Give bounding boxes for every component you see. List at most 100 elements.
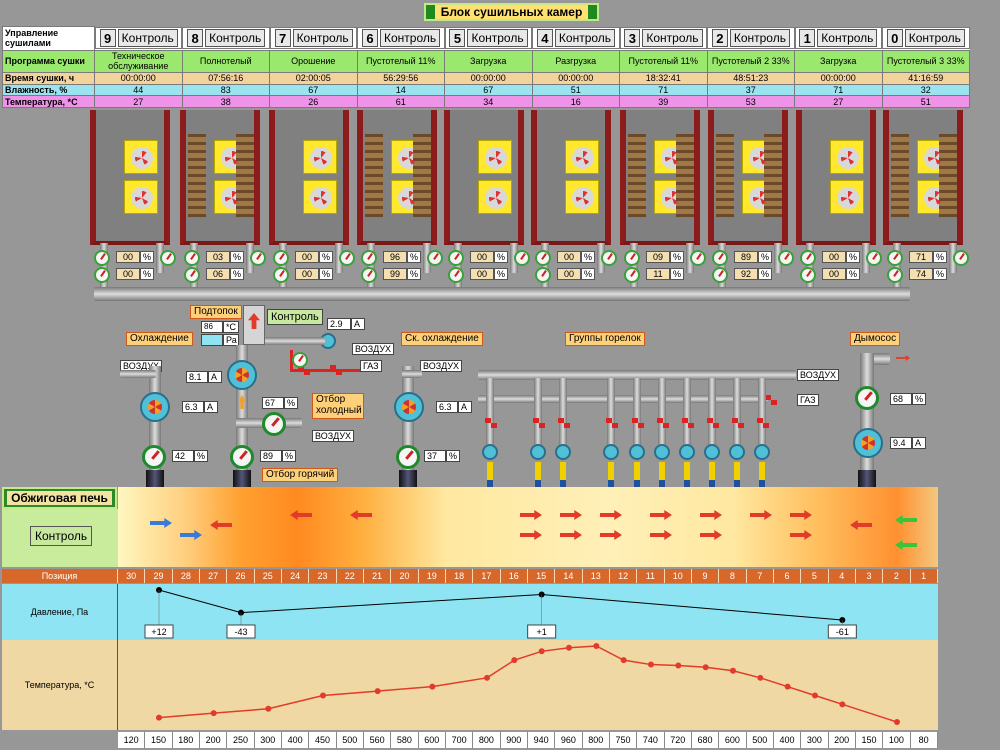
chamber-bottom-gauge-icon[interactable] bbox=[887, 267, 903, 283]
chamber-bottom-gauge-icon[interactable] bbox=[94, 267, 110, 283]
chamber-bottom-gauge-icon[interactable] bbox=[800, 267, 816, 283]
flow-arrow-icon bbox=[650, 510, 672, 520]
burner-valve-icon[interactable] bbox=[558, 418, 570, 428]
gas-valve-2-icon[interactable] bbox=[330, 365, 342, 375]
position-cell: 4 bbox=[829, 569, 856, 583]
chamber-bottom-gauge-icon[interactable] bbox=[535, 267, 551, 283]
chamber-control-button[interactable]: Контроль bbox=[554, 29, 616, 48]
burner-valve-icon[interactable] bbox=[707, 418, 719, 428]
chamber-top-gauge-icon[interactable] bbox=[273, 250, 289, 266]
drying-chamber[interactable] bbox=[531, 110, 611, 245]
drying-chamber[interactable] bbox=[180, 110, 260, 245]
drying-chamber[interactable] bbox=[708, 110, 788, 245]
burner-valve-icon[interactable] bbox=[682, 418, 694, 428]
chamber-control-button[interactable]: Контроль bbox=[904, 29, 965, 48]
cooling-damper-icon[interactable] bbox=[142, 445, 166, 469]
chamber-bottom-gauge-icon[interactable] bbox=[448, 267, 464, 283]
chamber-valve-bottom-unit: % bbox=[230, 268, 244, 280]
chamber-top-gauge-icon[interactable] bbox=[94, 250, 110, 266]
position-cell: 1 bbox=[911, 569, 938, 583]
flow-arrow-icon bbox=[520, 510, 542, 520]
flow-arrow-icon bbox=[150, 518, 172, 528]
podtopok-temp: 86 bbox=[201, 321, 223, 333]
chamber-top-gauge-icon[interactable] bbox=[887, 250, 903, 266]
temperature-cell: 300 bbox=[255, 732, 282, 748]
chamber-valve-bottom-unit: % bbox=[933, 268, 947, 280]
chamber-bottom-gauge-icon[interactable] bbox=[273, 267, 289, 283]
chamber-top-gauge-icon[interactable] bbox=[361, 250, 377, 266]
chamber-top-gauge-icon[interactable] bbox=[624, 250, 640, 266]
burner-valve-icon[interactable] bbox=[657, 418, 669, 428]
chamber-control-button[interactable]: Контроль bbox=[817, 29, 878, 48]
chamber-right-gauge-icon[interactable] bbox=[953, 250, 969, 266]
drying-chamber[interactable] bbox=[883, 110, 963, 245]
burner-gas-valve-icon[interactable] bbox=[765, 395, 777, 405]
burner-valve-icon[interactable] bbox=[757, 418, 769, 428]
chamber-control-button[interactable]: Контроль bbox=[292, 29, 353, 48]
chamber-control-button[interactable]: Контроль bbox=[467, 29, 528, 48]
fast-cooling-label: Ск. охлаждение bbox=[401, 332, 483, 346]
kiln-label: Обжиговая печь bbox=[2, 487, 117, 509]
chamber-bottom-gauge-icon[interactable] bbox=[712, 267, 728, 283]
chamber-bottom-gauge-icon[interactable] bbox=[624, 267, 640, 283]
chamber-valve-top-unit: % bbox=[670, 251, 684, 263]
burner-groups-label: Группы горелок bbox=[565, 332, 645, 346]
drying-chamber[interactable] bbox=[796, 110, 876, 245]
chamber-right-gauge-icon[interactable] bbox=[601, 250, 617, 266]
podtopok-control-button[interactable]: Контроль bbox=[267, 309, 323, 325]
fast-cooling-damper-icon[interactable] bbox=[396, 445, 420, 469]
burner-valve-icon[interactable] bbox=[732, 418, 744, 428]
chamber-bottom-gauge-icon[interactable] bbox=[184, 267, 200, 283]
chamber-program: Полнотелый bbox=[181, 49, 270, 74]
drying-chamber[interactable] bbox=[90, 110, 170, 245]
kiln-control-button[interactable]: Контроль bbox=[30, 526, 93, 546]
burner-valve-icon[interactable] bbox=[606, 418, 618, 428]
drying-chamber[interactable] bbox=[269, 110, 349, 245]
chamber-right-gauge-icon[interactable] bbox=[866, 250, 882, 266]
chamber-right-gauge-icon[interactable] bbox=[778, 250, 794, 266]
gas-valve-icon[interactable] bbox=[298, 365, 310, 375]
burner-icon bbox=[654, 444, 670, 460]
temperature-point bbox=[839, 701, 846, 708]
chamber-control-button[interactable]: Контроль bbox=[205, 29, 266, 48]
chamber-top-gauge-icon[interactable] bbox=[184, 250, 200, 266]
fast-cooling-fan-icon bbox=[394, 392, 424, 422]
drying-chamber[interactable] bbox=[620, 110, 700, 245]
chamber-top-gauge-icon[interactable] bbox=[800, 250, 816, 266]
chamber-right-gauge-icon[interactable] bbox=[427, 250, 443, 266]
drying-chamber[interactable] bbox=[444, 110, 524, 245]
chamber-right-gauge-icon[interactable] bbox=[160, 250, 176, 266]
temperature-point bbox=[538, 648, 545, 655]
burner-valve-icon[interactable] bbox=[632, 418, 644, 428]
chamber-fan-icon bbox=[830, 140, 864, 174]
brick-stack bbox=[764, 134, 782, 218]
chamber-right-gauge-icon[interactable] bbox=[339, 250, 355, 266]
cold-take-damper-icon[interactable] bbox=[262, 412, 286, 436]
chamber-top-gauge-icon[interactable] bbox=[535, 250, 551, 266]
label-temp: Температура, *С bbox=[2, 95, 95, 108]
chamber-control-button[interactable]: Контроль bbox=[380, 29, 441, 48]
burner-valve-icon[interactable] bbox=[533, 418, 545, 428]
chamber-right-gauge-icon[interactable] bbox=[250, 250, 266, 266]
burner-valve-icon[interactable] bbox=[485, 418, 497, 428]
chamber-top-gauge-icon[interactable] bbox=[448, 250, 464, 266]
chamber-top-gauge-icon[interactable] bbox=[712, 250, 728, 266]
chamber-bottom-gauge-icon[interactable] bbox=[361, 267, 377, 283]
drying-chamber[interactable] bbox=[357, 110, 437, 245]
temperature-point bbox=[593, 643, 600, 649]
fast-pct-value: 37 bbox=[424, 450, 446, 462]
hot-take-damper-icon[interactable] bbox=[230, 445, 254, 469]
chamber-control-button[interactable]: Контроль bbox=[642, 29, 703, 48]
chamber-supply-pipe bbox=[893, 243, 901, 289]
chamber-control-button[interactable]: Контроль bbox=[729, 29, 790, 48]
chamber-control-button[interactable]: Контроль bbox=[117, 29, 178, 48]
smoke-damper-icon[interactable] bbox=[855, 386, 879, 410]
chamber-right-gauge-icon[interactable] bbox=[514, 250, 530, 266]
temperature-point bbox=[757, 674, 764, 681]
podtopok-air-label: ВОЗДУХ bbox=[352, 343, 395, 355]
chamber-valve-bottom-value: 92 bbox=[734, 268, 758, 280]
chamber-right-gauge-icon[interactable] bbox=[690, 250, 706, 266]
